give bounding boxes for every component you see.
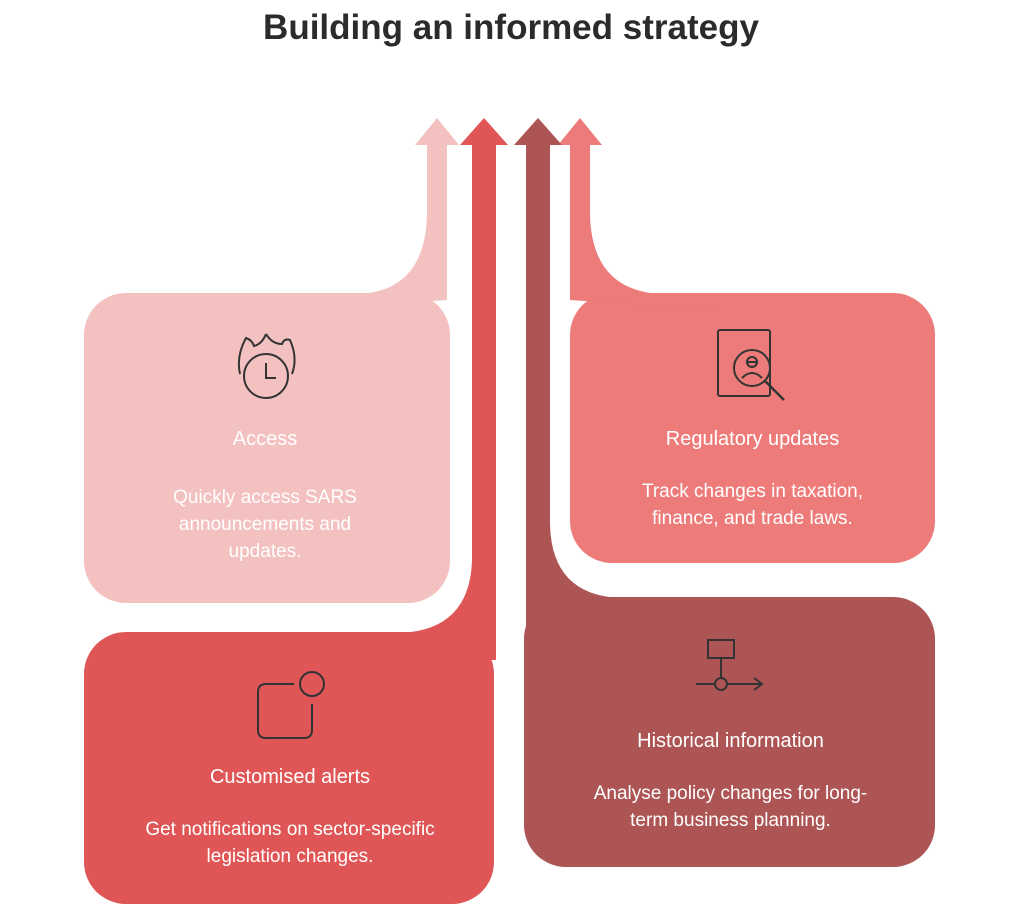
history-description: Analyse policy changes for long-term bus… bbox=[593, 783, 868, 831]
history-card: Historical information Analyse policy ch… bbox=[548, 730, 913, 834]
flowchart-icon bbox=[696, 639, 764, 691]
page-title: Building an informed strategy bbox=[263, 8, 759, 47]
regulatory-shape bbox=[558, 118, 935, 563]
access-card: Access Quickly access SARS announcements… bbox=[110, 428, 420, 565]
access-heading: Access bbox=[232, 428, 298, 450]
alerts-shape bbox=[84, 118, 508, 904]
regulatory-heading: Regulatory updates bbox=[665, 428, 840, 450]
regulatory-card: Regulatory updates Track changes in taxa… bbox=[590, 428, 915, 532]
history-shape bbox=[514, 118, 935, 867]
access-description: Quickly access SARS announcements and up… bbox=[173, 487, 357, 562]
notification-icon bbox=[257, 671, 325, 739]
regulatory-description: Track changes in taxation, finance, and … bbox=[641, 481, 864, 529]
document-search-icon bbox=[717, 329, 785, 401]
history-heading: Historical information bbox=[637, 730, 824, 752]
access-shape bbox=[84, 118, 459, 603]
alerts-card: Customised alerts Get notifications on s… bbox=[115, 766, 465, 870]
alerts-description: Get notifications on sector-specific leg… bbox=[145, 819, 435, 867]
alerts-heading: Customised alerts bbox=[209, 766, 371, 788]
clock-fire-icon bbox=[237, 333, 296, 399]
